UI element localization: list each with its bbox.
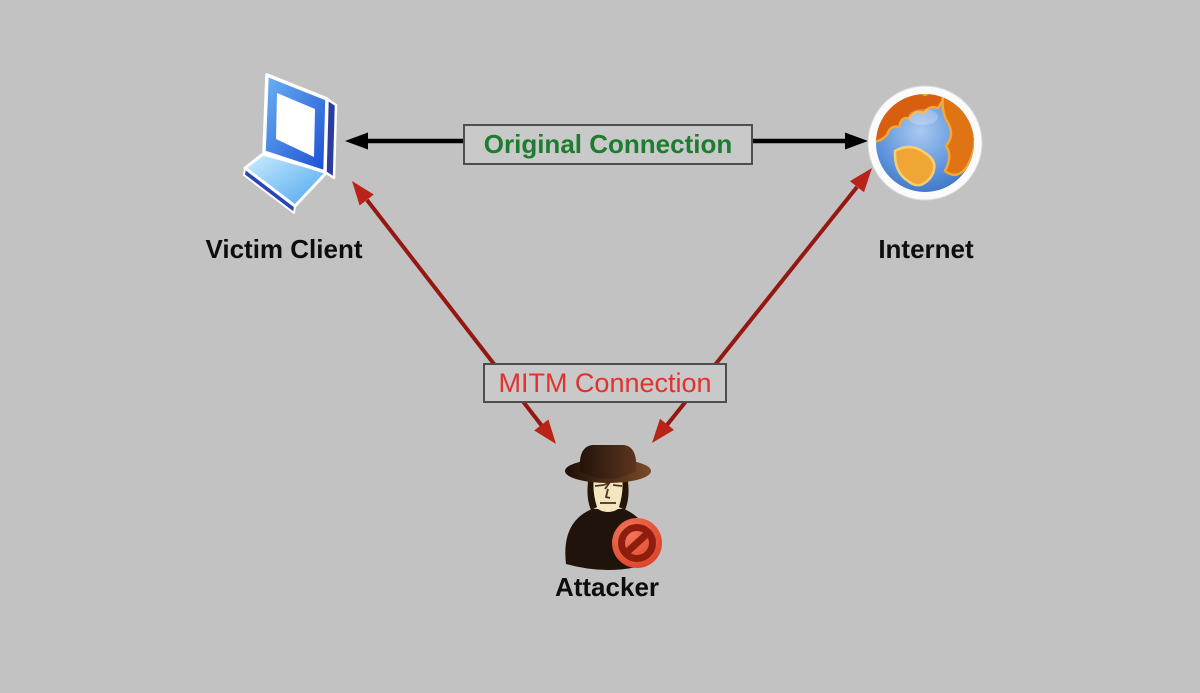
arrowhead-right [845, 132, 868, 150]
spy-hat-crown [579, 445, 637, 479]
mitm-connection-text: MITM Connection [498, 367, 712, 398]
mitm-connection-label: MITM Connection [483, 363, 727, 403]
arrowhead-to-victim [352, 181, 374, 206]
attacker-label: Attacker [554, 572, 660, 602]
victim-client-label: Victim Client [205, 234, 363, 264]
internet-label: Internet [878, 234, 974, 264]
globe-icon [867, 85, 983, 201]
block-badge-icon [612, 518, 662, 568]
spy-hair-left [587, 474, 597, 510]
original-connection-text: Original Connection [483, 129, 733, 159]
spy-icon [565, 445, 662, 570]
laptop-display [276, 93, 315, 157]
spy-hair-right [619, 474, 629, 510]
original-connection-label: Original Connection [463, 124, 753, 165]
laptop-icon [243, 73, 338, 214]
arrowhead-left [345, 132, 368, 150]
mitm-arrow-victim-attacker [352, 181, 556, 444]
